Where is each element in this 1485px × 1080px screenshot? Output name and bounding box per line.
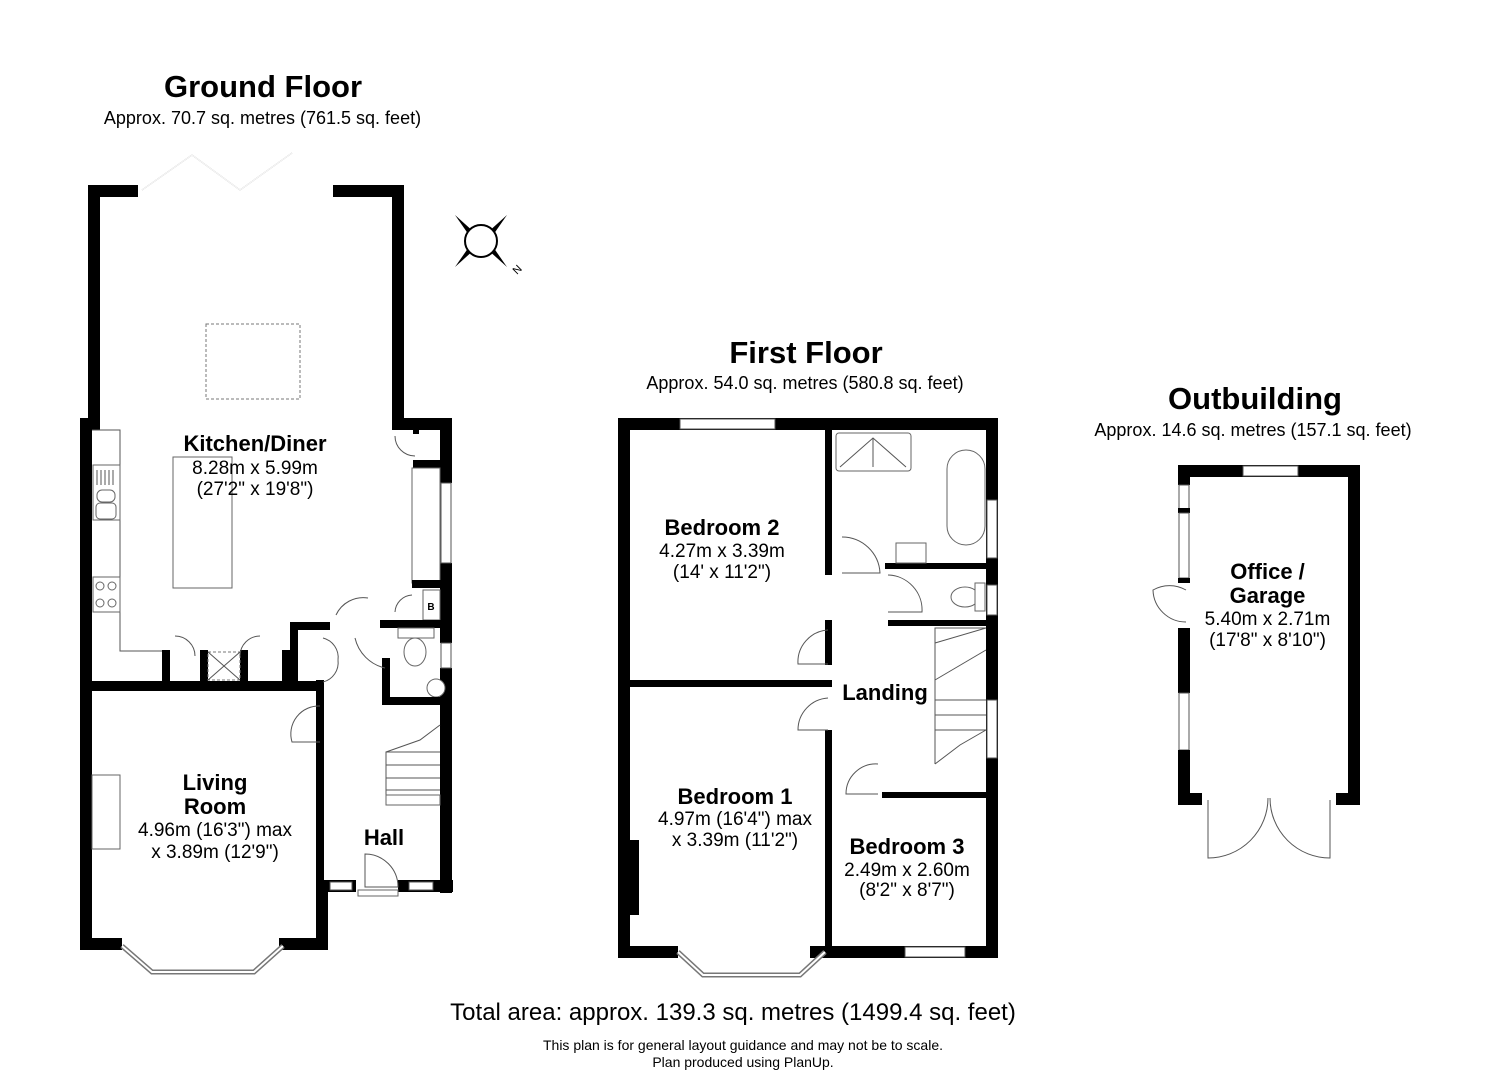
room-living-name-line2: Room [183,794,247,819]
ground-floor-area: Approx. 70.7 sq. metres (761.5 sq. feet) [103,108,422,128]
room-hall-name: Hall [363,825,405,850]
room-bedroom2-name: Bedroom 2 [664,515,780,540]
room-bedroom2-dim-imperial: (14' x 11'2") [672,562,772,583]
outbuilding-plan [1152,465,1360,859]
disclaimer-scale: This plan is for general layout guidance… [542,1037,944,1053]
disclaimer-producer: Plan produced using PlanUp. [652,1054,834,1070]
room-bedroom1-name: Bedroom 1 [677,784,793,809]
first-floor-area: Approx. 54.0 sq. metres (580.8 sq. feet) [646,373,964,393]
room-office-dim-imperial: (17'8" x 8'10") [1209,630,1326,651]
ground-floor-plan: B [80,152,453,975]
outbuilding-title: Outbuilding [1168,381,1342,416]
room-living-dim-line1: 4.96m (16'3") max [138,820,292,841]
room-landing-name: Landing [842,680,928,705]
room-bedroom1-dim-line1: 4.97m (16'4") max [658,809,812,830]
room-kitchen-diner-dim-imperial: (27'2" x 19'8") [196,479,314,500]
first-floor-plan [618,418,998,978]
first-floor-title: First Floor [729,335,883,370]
ground-floor-title: Ground Floor [163,69,363,104]
room-office-name-line1: Office / [1230,559,1305,584]
outbuilding-area: Approx. 14.6 sq. metres (157.1 sq. feet) [1094,420,1412,440]
compass-rose-icon: N [455,215,525,277]
room-living-name-line1: Living [182,770,248,795]
compass-north-label: N [511,263,525,277]
room-kitchen-diner-dim-metric: 8.28m x 5.99m [192,458,318,479]
room-kitchen-diner-name: Kitchen/Diner [183,431,327,456]
room-bedroom2-dim-metric: 4.27m x 3.39m [659,541,785,562]
room-bedroom3-name: Bedroom 3 [849,834,965,859]
room-bedroom1-dim-line2: x 3.39m (11'2") [671,830,799,851]
room-living-dim-line2: x 3.89m (12'9") [151,842,279,863]
room-bedroom3-dim-metric: 2.49m x 2.60m [844,860,970,881]
total-area: Total area: approx. 139.3 sq. metres (14… [450,999,1016,1026]
room-bedroom3-dim-imperial: (8'2" x 8'7") [859,880,955,901]
room-office-name-line2: Garage [1229,583,1306,608]
boiler-label: B [427,602,434,613]
room-office-dim-metric: 5.40m x 2.71m [1204,609,1331,630]
